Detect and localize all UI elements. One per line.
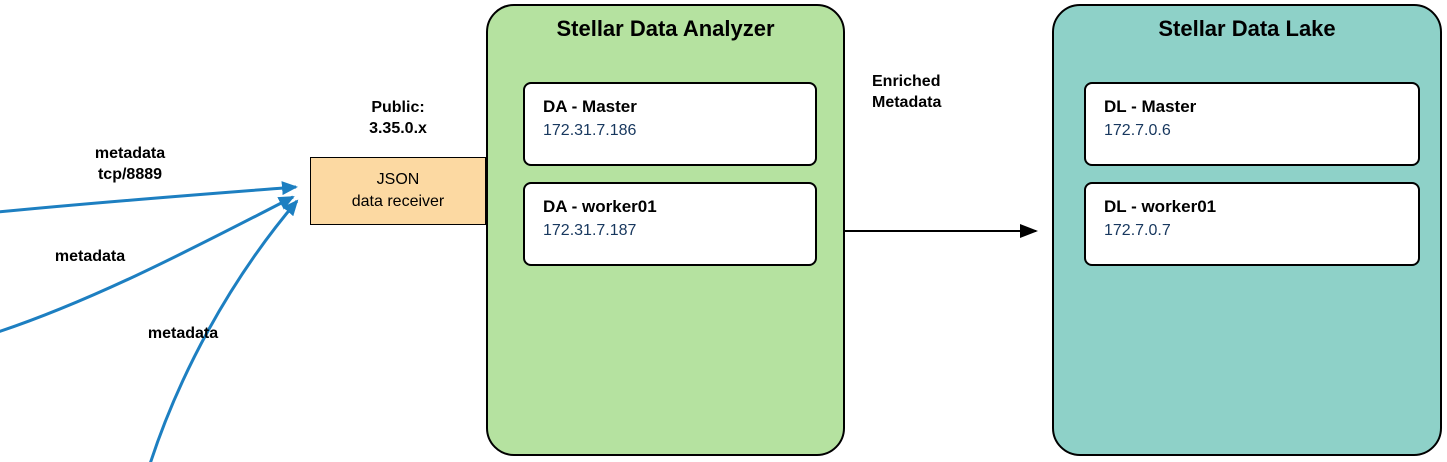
- metadata-arrow-middle: [0, 195, 295, 333]
- metadata-mid-label: metadata: [54, 248, 126, 265]
- node-da-worker01: DA - worker01 172.31.7.187: [523, 182, 817, 266]
- public-ip-label: Public: 3.35.0.x: [369, 99, 427, 137]
- metadata-arrow-bottom: [149, 199, 299, 462]
- node-ip: 172.31.7.187: [543, 222, 637, 239]
- json-receiver-label: JSON data receiver: [351, 171, 445, 210]
- node-dl-master: DL - Master 172.7.0.6: [1084, 82, 1420, 166]
- enriched-metadata-label: Enriched Metadata: [872, 73, 942, 111]
- node-name: DA - Master: [543, 97, 637, 116]
- json-receiver-box: JSON data receiver: [310, 157, 486, 225]
- lake-title: Stellar Data Lake: [1158, 16, 1336, 41]
- node-ip: 172.31.7.186: [543, 122, 637, 139]
- node-name: DL - worker01: [1104, 197, 1217, 216]
- analyzer-container: Stellar Data Analyzer DA - Master 172.31…: [486, 4, 845, 456]
- node-dl-worker01: DL - worker01 172.7.0.7: [1084, 182, 1420, 266]
- node-ip: 172.7.0.6: [1104, 122, 1171, 139]
- metadata-arrow-top: [0, 181, 298, 214]
- metadata-bottom-label: metadata: [147, 325, 219, 342]
- node-name: DA - worker01: [543, 197, 657, 216]
- metadata-tcp-label: metadata tcp/8889: [94, 145, 166, 183]
- lake-container: Stellar Data Lake DL - Master 172.7.0.6 …: [1052, 4, 1442, 456]
- node-name: DL - Master: [1104, 97, 1197, 116]
- analyzer-title: Stellar Data Analyzer: [556, 16, 775, 41]
- node-da-master: DA - Master 172.31.7.186: [523, 82, 817, 166]
- node-ip: 172.7.0.7: [1104, 222, 1171, 239]
